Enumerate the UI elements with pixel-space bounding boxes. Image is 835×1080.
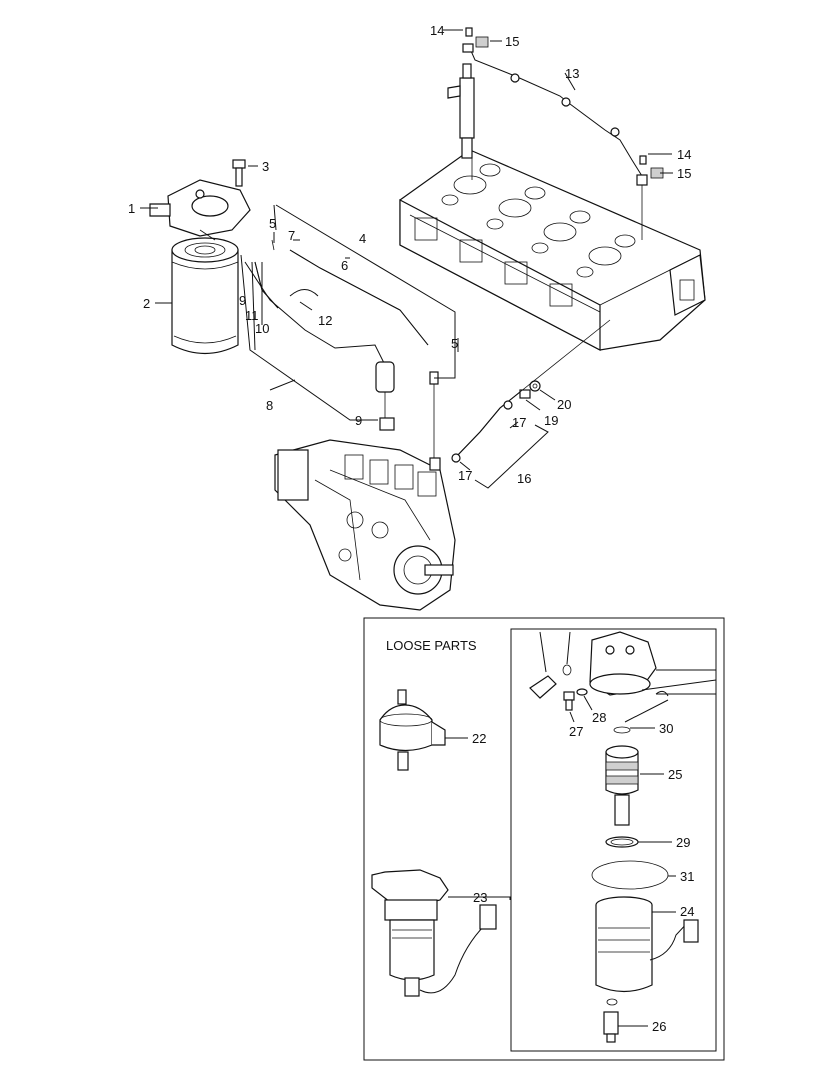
callout-9b: 9 (355, 413, 362, 428)
loose-parts-title: LOOSE PARTS (386, 638, 477, 653)
filter-element-25 (605, 745, 639, 826)
callout-22: 22 (472, 731, 486, 746)
banjo-bolt-right (636, 155, 664, 186)
callout-17a: 17 (512, 415, 526, 430)
banjo-bolt-top (462, 27, 489, 53)
callout-12: 12 (318, 313, 332, 328)
callout-25: 25 (668, 767, 682, 782)
drain-sensor-26 (603, 1011, 619, 1043)
callout-17b: 17 (458, 468, 472, 483)
callout-24: 24 (680, 904, 694, 919)
leak-off-pipe (467, 43, 643, 177)
fuel-hose-10 (254, 261, 279, 309)
callout-30: 30 (659, 721, 673, 736)
callout-20: 20 (557, 397, 571, 412)
callout-16: 16 (517, 471, 531, 486)
callout-6: 6 (341, 258, 348, 273)
o-ring-31 (591, 860, 669, 890)
fuel-filter-element (171, 237, 239, 354)
callout-14a: 14 (430, 23, 444, 38)
callout-26: 26 (652, 1019, 666, 1034)
callout-9a: 9 (239, 293, 246, 308)
o-ring-26-seal (606, 998, 618, 1006)
o-ring-30 (613, 726, 631, 734)
air-vent-plug (529, 675, 557, 699)
filter-bowl-24 (595, 896, 699, 993)
o-ring-small (562, 664, 572, 676)
callout-labels: 1 2 3 4 5 5 6 7 8 9 9 10 11 12 13 14 14 … (128, 23, 694, 1034)
callout-7: 7 (288, 228, 295, 243)
hose-clip-12 (289, 289, 319, 297)
union-19 (519, 389, 531, 399)
callout-27: 27 (569, 724, 583, 739)
injection-pump (274, 371, 456, 611)
fuel-hose-6 (289, 249, 429, 346)
callout-3: 3 (262, 159, 269, 174)
callout-13: 13 (565, 66, 579, 81)
callout-1: 1 (128, 201, 135, 216)
callout-14b: 14 (677, 147, 691, 162)
cylinder-head (399, 149, 706, 351)
callout-23: 23 (473, 890, 487, 905)
bolt-27 (563, 691, 575, 711)
water-separator-assembly (371, 869, 497, 997)
washer-28 (576, 688, 588, 696)
fuel-filter-head (149, 179, 251, 237)
callout-2: 2 (143, 296, 150, 311)
leader-lines (140, 29, 673, 489)
o-ring-29 (605, 836, 639, 848)
washer-20 (529, 380, 541, 392)
callout-10: 10 (255, 321, 269, 336)
loose-leader-lines (539, 631, 717, 1027)
callout-15b: 15 (677, 166, 691, 181)
callout-31: 31 (680, 869, 694, 884)
callout-5b: 5 (451, 336, 458, 351)
injector (447, 63, 475, 159)
clip-loose (655, 690, 669, 697)
callout-29: 29 (676, 835, 690, 850)
callout-5a: 5 (269, 216, 276, 231)
callout-8: 8 (266, 398, 273, 413)
electric-fuel-pump (379, 689, 446, 771)
callout-28: 28 (592, 710, 606, 725)
callout-4: 4 (359, 231, 366, 246)
callout-15a: 15 (505, 34, 519, 49)
filter-head-loose (589, 631, 657, 696)
callout-19: 19 (544, 413, 558, 428)
callout-11: 11 (245, 308, 259, 323)
return-pipe-16 (451, 391, 521, 463)
fuel-filter-bolt (232, 159, 246, 187)
loose-parts-panel (363, 617, 725, 1061)
